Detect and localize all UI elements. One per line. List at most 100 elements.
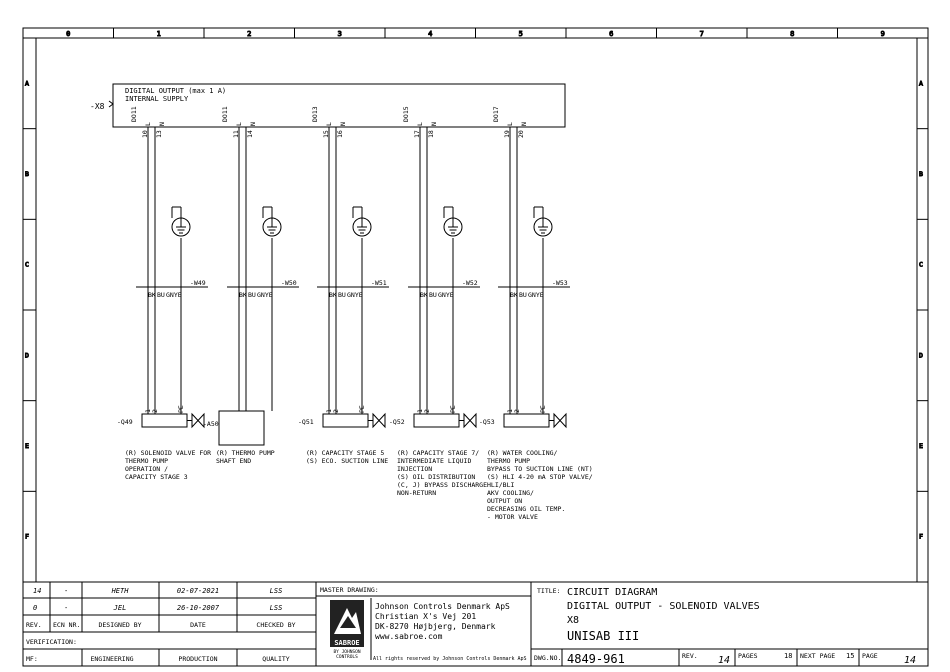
device-pin-1: 1 xyxy=(144,409,152,413)
rev-header-ecn: ECN NR. xyxy=(53,621,80,629)
grid-row-label-right: C xyxy=(919,261,923,269)
wire-color-2: BU xyxy=(519,291,527,299)
l-label: L xyxy=(416,122,424,126)
device-description-line: THERMO PUMP xyxy=(125,457,168,465)
rev-header-rev: REV. xyxy=(26,621,42,629)
grid-column-label: 7 xyxy=(700,30,704,38)
wire-color-3: GNYE xyxy=(257,291,273,299)
device-pin-2: 2 xyxy=(423,409,431,413)
do-label: DO15 xyxy=(402,106,410,122)
terminal-pin-l: 19 xyxy=(503,130,511,138)
device-description-line: HLI/BLI xyxy=(487,481,514,489)
rev-number: 0 xyxy=(33,604,37,612)
rights-notice: All rights reserved by Johnson Controls … xyxy=(373,656,527,662)
mf-label: MF: xyxy=(26,655,38,663)
grid-column-label: 4 xyxy=(428,30,432,38)
ground-icon xyxy=(533,206,553,237)
dwg-no-label: DWG.NO. xyxy=(534,654,561,662)
wire-color-2: BU xyxy=(338,291,346,299)
device-pin-pe: PE xyxy=(177,405,185,413)
do-label: DO13 xyxy=(311,106,319,122)
title-line-4: UNISAB III xyxy=(567,629,639,643)
next-page-value: 15 xyxy=(846,652,854,660)
device-description-line: SHAFT END xyxy=(216,457,251,465)
grid-row-label-left: F xyxy=(25,533,29,541)
wire-color-3: GNYE xyxy=(438,291,454,299)
do-label: DO11 xyxy=(221,106,229,122)
rev-date: 02-07-2021 xyxy=(177,587,219,595)
terminal-pin-n: 13 xyxy=(155,130,163,138)
company-block: MASTER DRAWING: SABROE BY JOHNSON CONTRO… xyxy=(320,586,527,662)
n-label: N xyxy=(430,122,438,126)
wire-color-2: BU xyxy=(157,291,165,299)
grid-column-label: 0 xyxy=(66,30,70,38)
revision-row: 14 - HETH 02-07-2021 LSS xyxy=(33,587,282,595)
rev-header-checked: CHECKED BY xyxy=(256,621,295,629)
rev-header-designed: DESIGNED BY xyxy=(98,621,141,629)
grid-column-label: 8 xyxy=(790,30,794,38)
grid-column-label: 2 xyxy=(247,30,251,38)
solenoid-valve-icon xyxy=(141,412,205,429)
rev-checker: LSS xyxy=(270,587,283,595)
terminal-pin-n: 20 xyxy=(517,130,525,138)
rev-header-date: DATE xyxy=(190,621,206,629)
device-pin-2: 2 xyxy=(151,409,159,413)
device-description-line: OUTPUT ON xyxy=(487,497,522,505)
terminal-pin-n: 18 xyxy=(427,130,435,138)
l-label: L xyxy=(144,122,152,126)
rev-designer: JEL xyxy=(113,604,127,612)
device-description-line: NON-RETURN xyxy=(397,489,436,497)
device-description-line: (R) CAPACITY STAGE 7/ xyxy=(397,449,479,457)
device-pin-2: 2 xyxy=(513,409,521,413)
logo-sub2: CONTROLS xyxy=(336,654,358,660)
cable-tag: -W51 xyxy=(371,279,387,287)
rev-value: 14 xyxy=(718,655,730,666)
device-pin-1: 1 xyxy=(506,409,514,413)
rev-label: REV. xyxy=(682,652,698,660)
ground-icon xyxy=(443,206,463,237)
grid-row-label-right: A xyxy=(919,79,923,87)
device-tag: -Q53 xyxy=(479,418,495,426)
n-label: N xyxy=(249,122,257,126)
cable-tag: -W49 xyxy=(190,279,206,287)
title-label: TITLE: xyxy=(537,587,560,595)
device-description-line: (S) OIL DISTRIBUTION xyxy=(397,473,475,481)
device-pin-pe: PE xyxy=(358,405,366,413)
grid-row-label-left: A xyxy=(25,79,29,87)
title-line-2: DIGITAL OUTPUT - SOLENOID VALVES xyxy=(567,601,760,612)
next-page-label: NEXT PAGE xyxy=(800,652,835,660)
ground-icon xyxy=(171,206,191,237)
production-label: PRODUCTION xyxy=(178,655,217,663)
device-description-line: (R) THERMO PUMP xyxy=(216,449,275,457)
device-tag: -Q49 xyxy=(117,418,133,426)
company-name: Johnson Controls Denmark ApS xyxy=(375,602,510,611)
wire-color-3: GNYE xyxy=(528,291,544,299)
device-pin-pe: PE xyxy=(449,405,457,413)
grid-column-label: 3 xyxy=(338,30,342,38)
device-description-line: - MOTOR VALVE xyxy=(487,513,538,521)
terminal-block-title: DIGITAL OUTPUT (max 1 A) xyxy=(125,87,226,95)
terminal-pin-l: 15 xyxy=(322,130,330,138)
terminal-pin-n: 14 xyxy=(246,130,254,138)
device-tag: -A50 xyxy=(203,420,219,428)
cable-tag: -W53 xyxy=(552,279,568,287)
l-label: L xyxy=(506,122,514,126)
company-city: DK-8270 Højbjerg, Denmark xyxy=(375,622,496,631)
device-description-line: BYPASS TO SUCTION LINE (NT) xyxy=(487,465,593,473)
grid-column-label: 5 xyxy=(519,30,523,38)
solenoid-valve-icon xyxy=(413,412,477,429)
device-description-line: CAPACITY STAGE 3 xyxy=(125,473,188,481)
company-web: www.sabroe.com xyxy=(375,632,443,641)
wire-color-1: BK xyxy=(148,291,156,299)
n-label: N xyxy=(520,122,528,126)
page-value: 14 xyxy=(904,655,916,666)
master-drawing-label: MASTER DRAWING: xyxy=(320,586,379,594)
wire-color-3: GNYE xyxy=(347,291,363,299)
terminal-pin-n: 16 xyxy=(336,130,344,138)
pages-label: PAGES xyxy=(738,652,758,660)
terminal-pin-l: 17 xyxy=(413,130,421,138)
